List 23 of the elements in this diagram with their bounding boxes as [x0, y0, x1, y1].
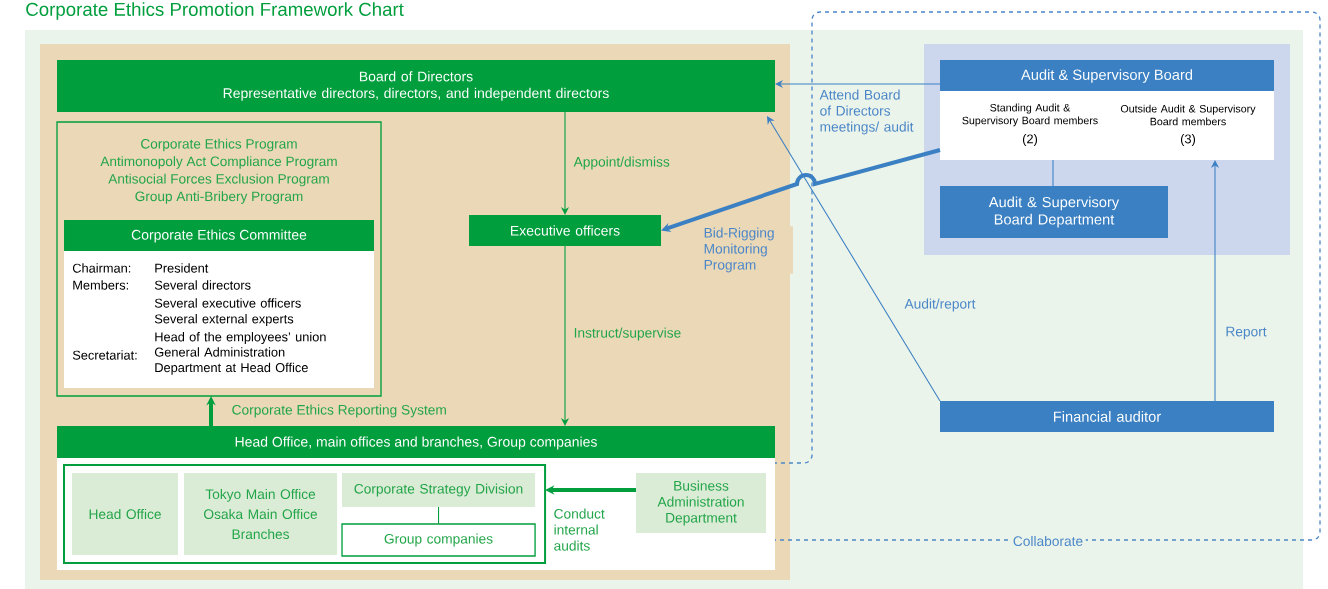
division-box: Corporate Strategy Division	[342, 473, 536, 507]
committee-box: Corporate Ethics Committee Chairman: President Members: Several directors Several executive officers Several external experts Head of the employees’ union Secretariat: General Administration Department at Head Office	[64, 220, 374, 388]
edge-label: Audit/report	[903, 297, 977, 313]
audit-board-box: Audit & Supervisory Board Standing Audit & Supervisory Board members (2) Outside Audit & Supervisory Board members (3)	[940, 60, 1274, 160]
auditor-box: Financial auditor	[940, 401, 1274, 432]
edge-label: Conduct internal audits	[552, 507, 621, 552]
edge-label: Bid-Rigging Monitoring Program	[702, 226, 793, 274]
arrow	[661, 148, 941, 232]
department-box: Audit & Supervisory Board Department	[940, 186, 1168, 238]
arrow	[767, 116, 941, 402]
edge-label: Instruct/supervise	[572, 326, 683, 342]
officer-box: Executive officers	[469, 215, 661, 246]
office-box: Tokyo Main Office Osaka Main Office Branches	[184, 473, 338, 555]
edge-label: Corporate Ethics Reporting System	[230, 403, 449, 419]
edge-label: Attend Board of Directors meetings/ audit	[818, 88, 919, 136]
title: Corporate Ethics Promotion Framework Chart	[26, 2, 404, 20]
group-frame	[63, 464, 547, 564]
board-box: Board of Directors Representative directors, directors, and independent directors	[57, 60, 775, 112]
text-label: Collaborate	[1010, 533, 1086, 549]
edge-label: Appoint/dismiss	[572, 155, 672, 171]
department-box: Business Administration Department	[636, 473, 766, 533]
office-box: Head Office	[72, 473, 178, 555]
group-box: Group companies	[341, 523, 536, 557]
